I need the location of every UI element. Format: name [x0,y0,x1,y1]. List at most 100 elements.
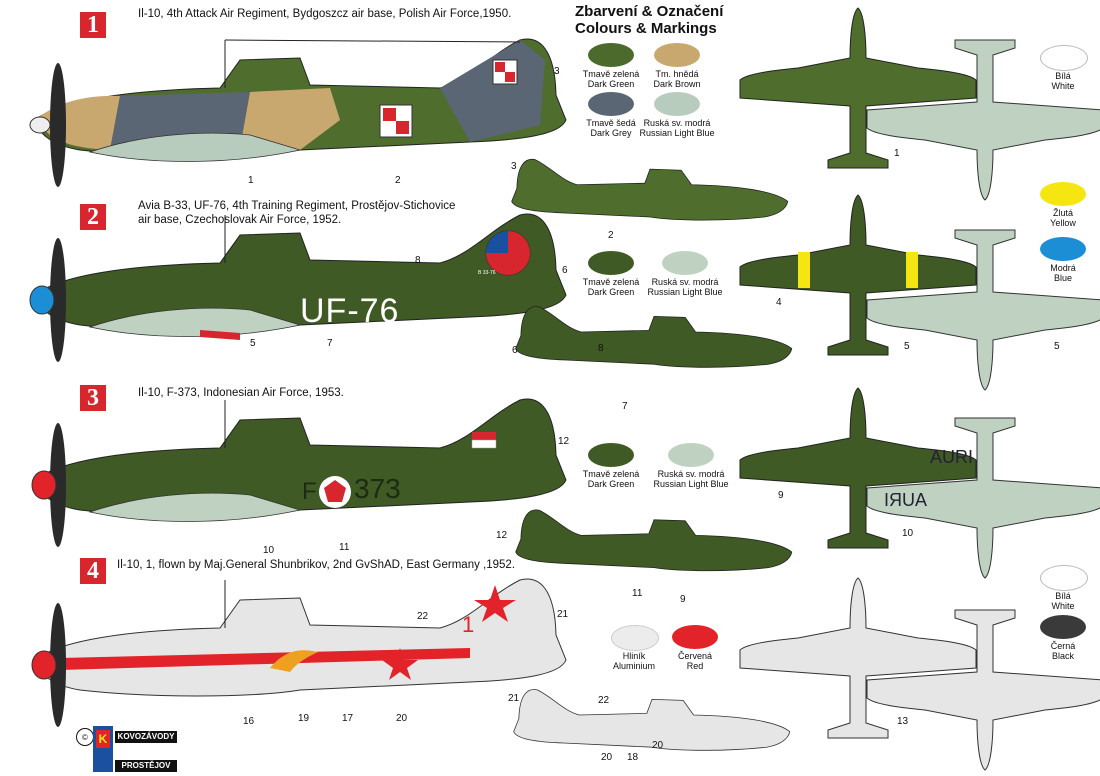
aircraft-2-top [739,194,977,356]
swatch-black [1040,615,1086,639]
callout-6-small: 6 [512,345,518,356]
aircraft-4-profile [31,578,567,727]
scheme-1-badge: 1 [78,10,108,40]
swatch-dark-grey-1-cz: Tmavě šedá [586,118,636,128]
callout-17: 17 [342,713,354,724]
swatch-dark-brown-1 [654,43,700,67]
swatch-light-blue-3-en: Russian Light Blue [653,479,729,489]
scheme-1-description: Il-10, 4th Attack Air Regiment, Bydgoszc… [138,8,512,20]
callout-7-small: 7 [622,401,628,412]
aircraft-1-top [739,7,977,169]
callout-6: 6 [562,265,568,276]
callout-22-small: 22 [598,695,610,706]
callout-8: 8 [415,255,421,266]
callout-11: 11 [339,542,350,553]
swatch-dark-grey-1-en: Dark Grey [590,128,632,138]
scheme-2-tail-code: B 33-76 [478,270,496,276]
callout-21: 21 [557,609,569,620]
swatch-yellow-en: Yellow [1050,218,1076,228]
callout-1-plan: 1 [894,148,900,159]
swatch-aluminium [611,625,659,651]
colours-title-en: Colours & Markings [575,20,717,37]
callout-21-small: 21 [508,693,520,704]
swatch-light-blue-1-en: Russian Light Blue [639,128,715,138]
swatch-dark-green-1-cz: Tmavě zelená [582,69,640,79]
scheme-3-description: Il-10, F-373, Indonesian Air Force, 1953… [138,387,344,399]
aircraft-1-profile [29,38,567,187]
logo-mark: K [96,730,110,748]
callout-10-plan: 10 [902,528,914,539]
callout-3-small: 3 [511,161,517,172]
scheme-2-code-small: UF-76 [605,368,656,388]
swatch-white-4 [1040,565,1088,591]
callout-13: 13 [897,716,909,727]
swatch-dark-green-1 [588,43,634,67]
swatch-blue [1040,237,1086,261]
swatch-blue-en: Blue [1053,273,1072,283]
swatch-white-4-en: White [1051,601,1075,611]
scheme-2-code: UF-76 [300,292,400,330]
callout-10: 10 [263,545,275,556]
callout-22: 22 [417,611,429,622]
copyright-icon: © [76,728,94,746]
colours-title-cz: Zbarvení & Označení [575,3,724,20]
swatch-light-blue-3 [668,443,714,467]
scheme-3-code-number: 373 [354,473,401,504]
swatch-blue-cz: Modrá [1050,263,1076,273]
aircraft-2-profile-small [515,306,793,368]
aircraft-3-profile-small [515,509,793,572]
callout-5: 5 [250,338,256,349]
callout-11-small: 11 [632,588,643,599]
callout-12: 12 [558,436,570,447]
callout-18: 18 [627,752,639,763]
scheme-4-description: Il-10, 1, flown by Maj.General Shunbriko… [117,559,516,571]
swatch-light-blue-2-cz: Ruská sv. modrá [651,277,719,287]
swatch-light-blue-1 [654,92,700,116]
callout-8-small: 8 [598,343,604,354]
scheme-4-tail-number: 1 [462,612,475,637]
callout-1: 1 [248,175,254,186]
aircraft-3-top [739,387,977,549]
swatch-dark-green-1-en: Dark Green [587,79,635,89]
aircraft-1-profile-small [511,158,789,221]
swatch-light-blue-1-cz: Ruská sv. modrá [643,118,711,128]
callout-9: 9 [778,490,784,501]
swatch-dark-green-2 [588,251,634,275]
scheme-2-badge: 2 [78,202,108,232]
callout-12-small: 12 [496,530,508,541]
scheme-3-badge: 3 [78,383,108,413]
callout-3: 3 [554,66,560,77]
swatch-dark-green-2-cz: Tmavě zelená [582,277,640,287]
callout-19: 19 [298,713,310,724]
swatch-red-cz: Červená [677,651,713,661]
callout-16: 16 [243,716,255,727]
scheme-2-description-line2: air base, Czechoslovak Air Force, 1952. [138,214,342,226]
swatch-dark-brown-1-cz: Tm. hnědá [655,69,699,79]
callout-5-plan-a: 5 [904,341,910,352]
swatch-white-4-cz: Bílá [1055,591,1071,601]
callout-2: 2 [395,175,401,186]
aircraft-4-top [739,577,977,739]
logo-shield: K [93,726,113,772]
swatch-yellow-cz: Žlutá [1052,208,1073,218]
aircraft-3-profile [31,398,567,547]
swatch-black-en: Black [1051,651,1074,661]
swatch-white-1-cz: Bílá [1055,71,1071,81]
swatch-white-1 [1040,45,1088,71]
swatch-dark-green-2-en: Dark Green [587,287,635,297]
callout-20: 20 [396,713,408,724]
swatch-yellow [1040,182,1086,206]
swatch-white-1-en: White [1051,81,1075,91]
swatch-light-blue-2-en: Russian Light Blue [647,287,723,297]
swatch-black-cz: Černá [1050,641,1076,651]
callout-9-small: 9 [680,594,686,605]
logo-text-top: KOVOZÁVODY [115,731,177,743]
scheme-2-description-line1: Avia B-33, UF-76, 4th Training Regiment,… [138,200,456,212]
logo-text-bottom: PROSTĚJOV [115,760,177,772]
swatch-red-en: Red [686,661,704,671]
callout-7: 7 [327,338,333,349]
swatch-dark-brown-1-en: Dark Brown [653,79,701,89]
callout-5-plan-b: 5 [1054,341,1060,352]
aircraft-2-profile [29,213,567,362]
scheme-3-wing-code-top: AURI [930,447,974,467]
